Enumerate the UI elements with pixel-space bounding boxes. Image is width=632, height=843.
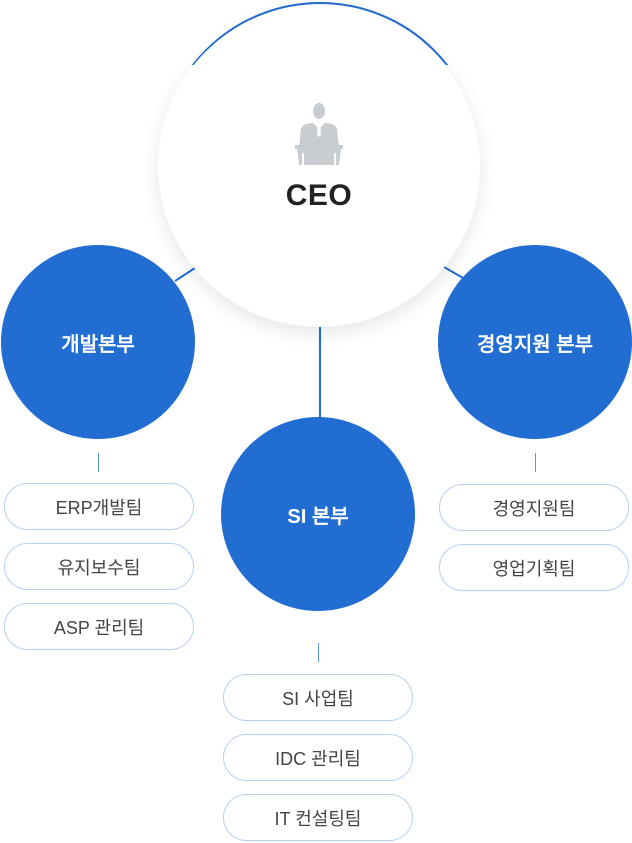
dept-management-support: 경영지원 본부 bbox=[438, 245, 632, 439]
ceo-label: CEO bbox=[285, 179, 353, 212]
team-sales-planning: 영업기획팀 bbox=[439, 544, 629, 591]
team-management-support: 경영지원팀 bbox=[439, 484, 629, 531]
dept-development: 개발본부 bbox=[1, 245, 195, 439]
team-it-consulting: IT 컨설팅팀 bbox=[223, 794, 413, 841]
ceo-node: CEO bbox=[158, 5, 480, 327]
ceo-ring-arc bbox=[191, 2, 449, 65]
team-idc-management: IDC 관리팀 bbox=[223, 734, 413, 781]
team-maintenance: 유지보수팀 bbox=[4, 543, 194, 590]
dept-si: SI 본부 bbox=[221, 417, 415, 611]
team-asp-management: ASP 관리팀 bbox=[4, 603, 194, 650]
connector-left bbox=[174, 267, 196, 282]
team-si-business: SI 사업팀 bbox=[223, 674, 413, 721]
team-erp-dev: ERP개발팀 bbox=[4, 483, 194, 530]
speaker-podium-icon bbox=[295, 103, 343, 165]
connector-right bbox=[443, 266, 464, 279]
